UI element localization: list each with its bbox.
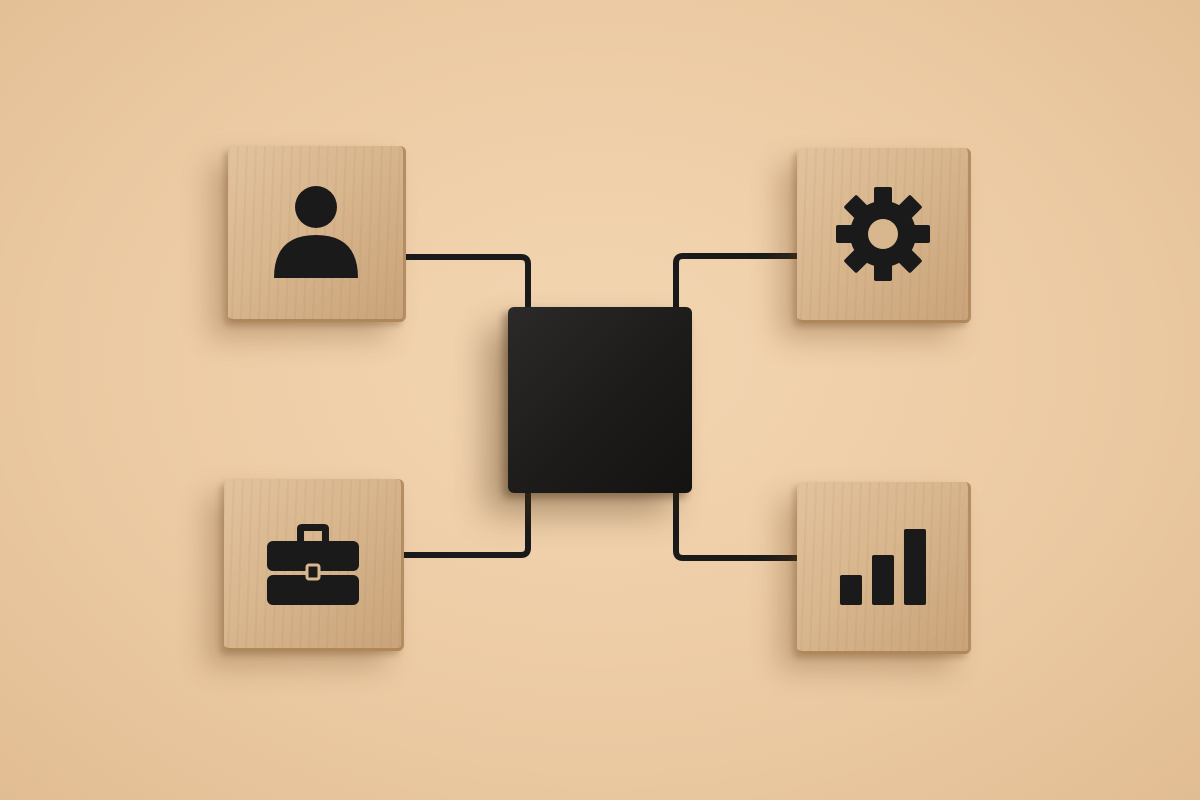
bar-chart-icon: [839, 528, 926, 605]
connector-person-to-hub: [406, 254, 531, 310]
person-block: [228, 146, 406, 322]
gear-icon: [835, 187, 930, 281]
connector-chart-to-hub: [673, 490, 797, 561]
briefcase-block: [224, 479, 404, 651]
gear-block: [797, 148, 971, 323]
person-icon: [273, 185, 358, 278]
bar-chart-block: [797, 482, 971, 654]
connector-gear-to-hub: [673, 253, 797, 310]
briefcase-icon: [266, 523, 359, 605]
connector-briefcase-to-hub: [404, 490, 531, 558]
central-hub-block: [508, 307, 692, 493]
